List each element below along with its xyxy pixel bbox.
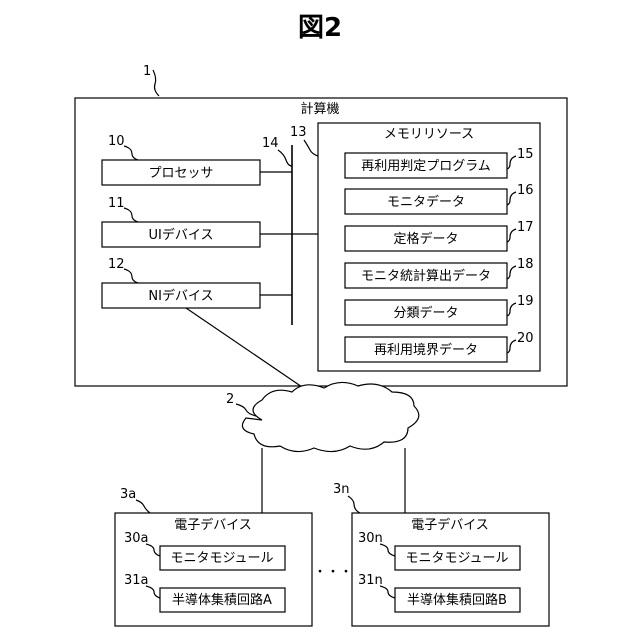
device-n-monitor-ref: 30n bbox=[358, 531, 383, 546]
bus-ref: 14 bbox=[262, 136, 279, 151]
device-a-monitor-ref: 30a bbox=[124, 531, 149, 546]
memory-item-label: モニタデータ bbox=[387, 194, 465, 210]
computer-leader bbox=[153, 70, 159, 96]
network-cloud-icon bbox=[242, 382, 418, 451]
memory-item-ref: 20 bbox=[517, 331, 534, 346]
network-ref: 2 bbox=[226, 392, 234, 407]
device-n-chip-label: 半導体集積回路B bbox=[407, 592, 507, 608]
memory-item-ref: 18 bbox=[517, 257, 534, 272]
memory-item-label: 再利用境界データ bbox=[374, 342, 478, 358]
device-a-ref: 3a bbox=[120, 487, 136, 502]
device-n-chip-ref: 31n bbox=[358, 573, 383, 588]
processor-ref: 10 bbox=[108, 134, 125, 149]
memory-item-ref: 19 bbox=[517, 294, 534, 309]
memory-item-ref: 15 bbox=[517, 147, 534, 162]
ui-device-label: UIデバイス bbox=[149, 227, 214, 243]
memory-resource-label: メモリリソース bbox=[384, 127, 474, 142]
memory-item-ref: 17 bbox=[517, 220, 534, 235]
memory-item-ref: 16 bbox=[517, 183, 534, 198]
device-a-label: 電子デバイス bbox=[174, 517, 252, 533]
device-ellipsis: ・・・ bbox=[313, 565, 352, 580]
computer-label: 計算機 bbox=[300, 101, 339, 117]
figure-title: 図2 bbox=[298, 13, 342, 43]
device-a-chip-ref: 31a bbox=[124, 573, 149, 588]
memory-item-label: 定格データ bbox=[393, 231, 458, 247]
memory-item-label: モニタ統計算出データ bbox=[361, 268, 491, 284]
device-a-chip-label: 半導体集積回路A bbox=[172, 592, 272, 608]
computer-ref: 1 bbox=[143, 64, 151, 79]
device-n-monitor-label: モニタモジュール bbox=[405, 551, 508, 566]
processor-label: プロセッサ bbox=[148, 166, 213, 181]
ni-device-label: NIデバイス bbox=[148, 288, 213, 304]
ni-device-ref: 12 bbox=[108, 257, 125, 272]
device-a-monitor-label: モニタモジュール bbox=[170, 551, 273, 566]
device-a-leader bbox=[136, 500, 150, 513]
memory-item-label: 分類データ bbox=[393, 305, 458, 321]
device-n-leader bbox=[348, 496, 360, 513]
device-n-ref: 3n bbox=[333, 482, 350, 497]
memory-item-label: 再利用判定プログラム bbox=[361, 159, 491, 174]
device-n-label: 電子デバイス bbox=[411, 517, 489, 533]
memory-resource-ref: 13 bbox=[290, 125, 307, 140]
ui-device-ref: 11 bbox=[108, 196, 125, 211]
